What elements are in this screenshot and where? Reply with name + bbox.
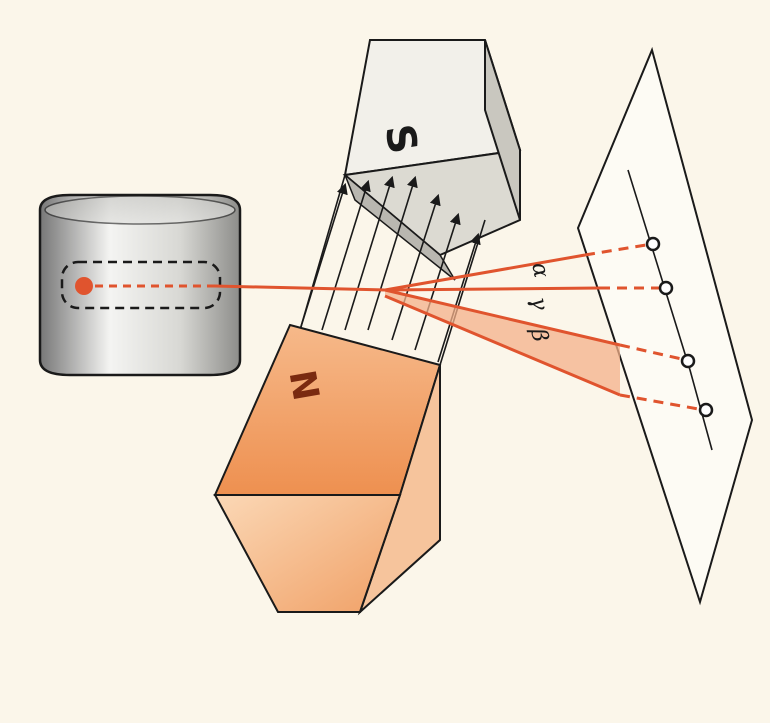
- radiation-rays: [95, 242, 705, 412]
- alpha-label: α: [526, 261, 553, 280]
- north-pole-label: N: [280, 367, 326, 404]
- impact-points: [645, 236, 714, 418]
- beta-impact-dot-2: [698, 402, 714, 418]
- beta-impact-dot-1: [680, 353, 696, 369]
- alpha-impact-dot: [645, 236, 661, 252]
- beta-label: β: [525, 326, 552, 344]
- gamma-impact-dot: [658, 280, 674, 296]
- source-core: [75, 277, 93, 295]
- north-pole-magnet: N: [213, 323, 442, 616]
- detector-plate: [576, 46, 754, 606]
- gamma-label: γ: [525, 295, 552, 313]
